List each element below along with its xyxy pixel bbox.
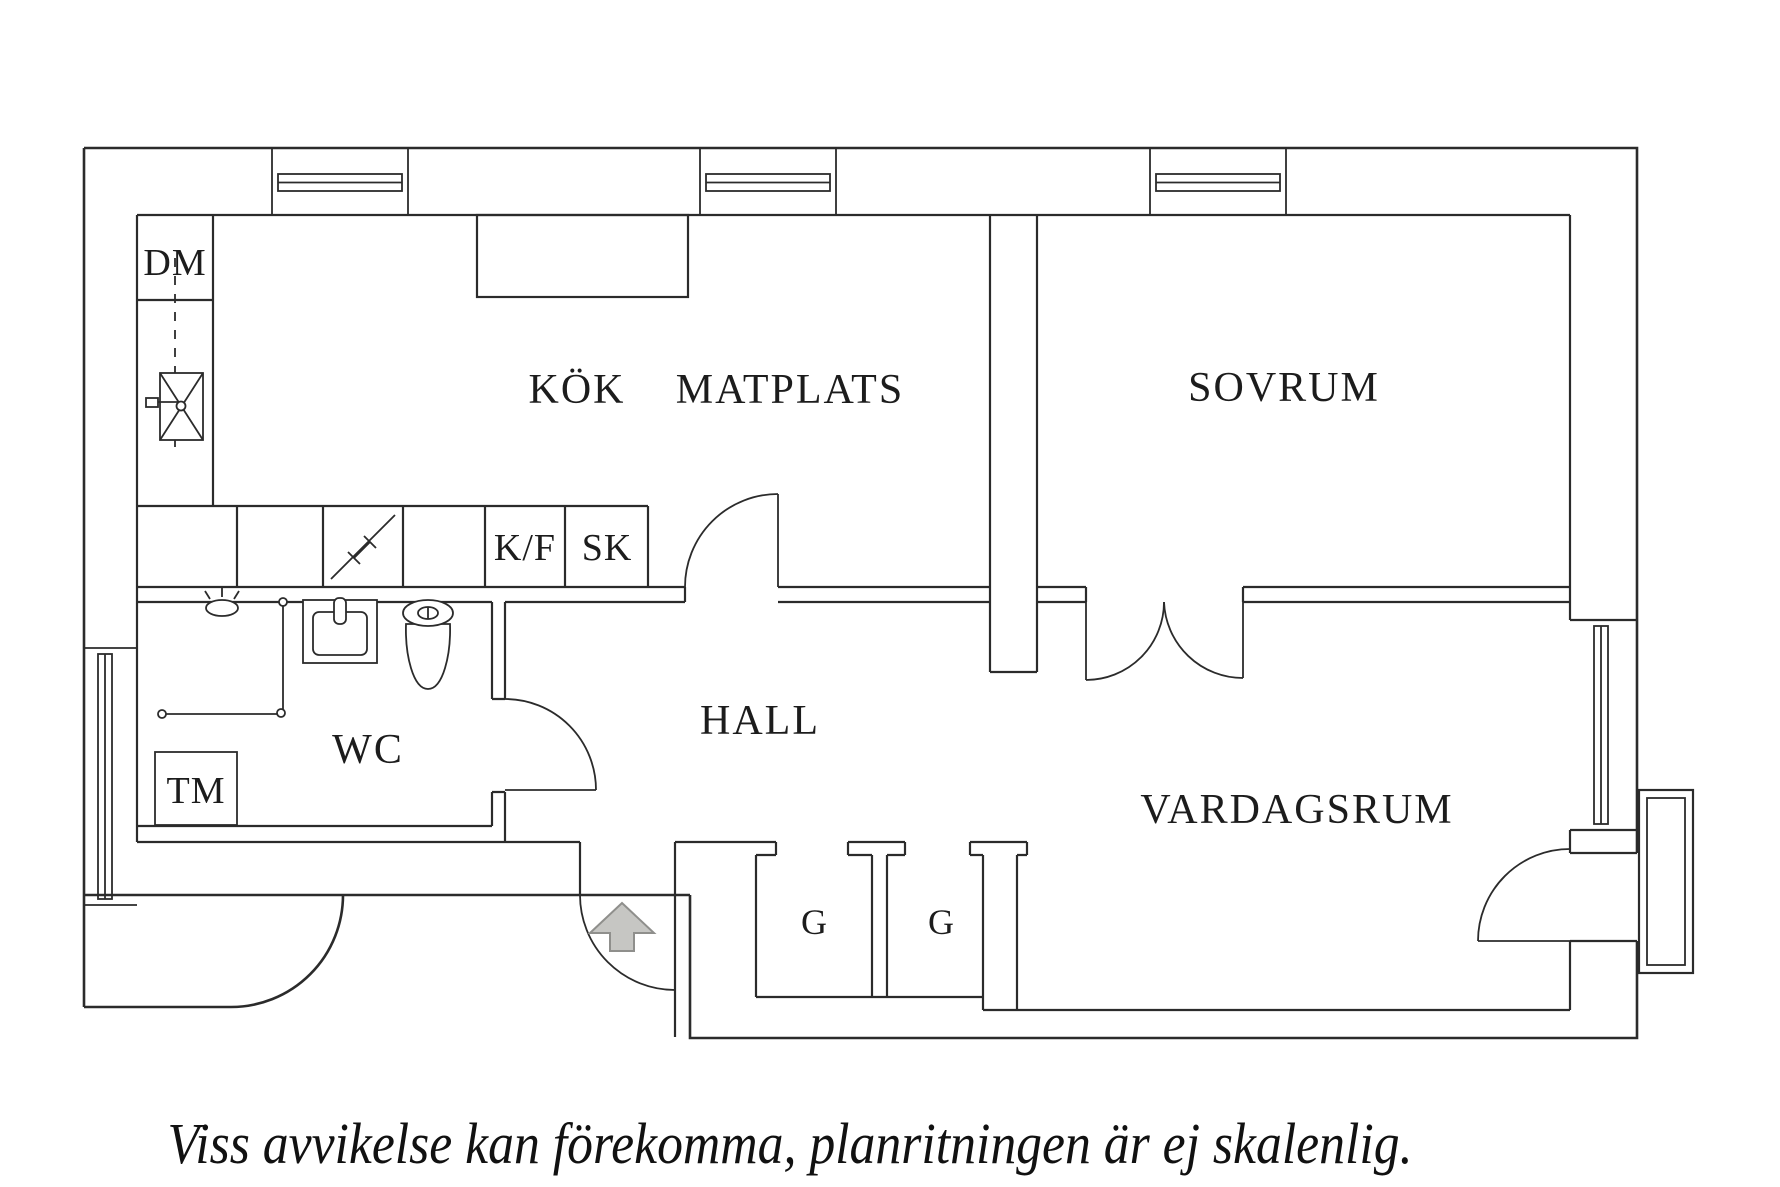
matplats-sovrum-wall [988, 215, 1039, 674]
kitchen-cabinet-block [475, 213, 690, 299]
window-kok [271, 148, 409, 215]
counter-row [137, 504, 650, 587]
landing-outline [84, 894, 345, 1009]
kitchen-sink-icon [145, 372, 204, 441]
label-kok: KÖK [529, 367, 626, 413]
label-wc: WC [332, 727, 404, 773]
disclaimer-text: Viss avvikelse kan förekomma, planritnin… [168, 1111, 1413, 1176]
interior-walls [135, 213, 1637, 1037]
label-sk: SK [582, 527, 633, 569]
label-sovrum: SOVRUM [1188, 365, 1380, 411]
fixtures [145, 372, 657, 952]
label-tm: TM [167, 770, 226, 812]
window-west [84, 647, 137, 906]
balcony [1637, 788, 1695, 975]
shower-icon [204, 588, 240, 617]
label-hall: HALL [700, 698, 820, 744]
label-kf: K/F [494, 527, 556, 569]
wc-sink-icon [302, 597, 378, 664]
shower-curtain-icon [157, 597, 288, 719]
window-sovrum [1149, 148, 1287, 215]
south-wall-band [137, 824, 582, 895]
window-matplats [699, 148, 837, 215]
label-dm: DM [143, 242, 206, 284]
toilet-icon [402, 599, 454, 690]
label-g2: G [928, 902, 954, 942]
label-vardagsrum: VARDAGSRUM [1140, 787, 1453, 833]
outer-outline [82, 146, 1639, 1040]
wc-door [504, 698, 597, 791]
wc-east-wall [490, 602, 507, 842]
exterior-walls [82, 146, 1639, 1040]
sovrum-double-door [1085, 601, 1244, 681]
kok-door [684, 493, 779, 588]
east-wall-recess-lines [1570, 618, 1637, 943]
entry-arrow-icon [587, 901, 657, 952]
stove-hob-icon [330, 514, 396, 580]
balcony-door [1477, 848, 1571, 942]
label-matplats: MATPLATS [676, 367, 904, 413]
entry-door [579, 894, 676, 991]
labels: KÖK MATPLATS SOVRUM HALL WC VARDAGSRUM D… [143, 242, 1453, 1176]
windows [84, 148, 1609, 906]
closet-walls [675, 840, 1029, 1010]
label-g1: G [801, 902, 827, 942]
window-east [1593, 625, 1609, 825]
tm-box [154, 751, 238, 826]
doors [504, 493, 1571, 991]
